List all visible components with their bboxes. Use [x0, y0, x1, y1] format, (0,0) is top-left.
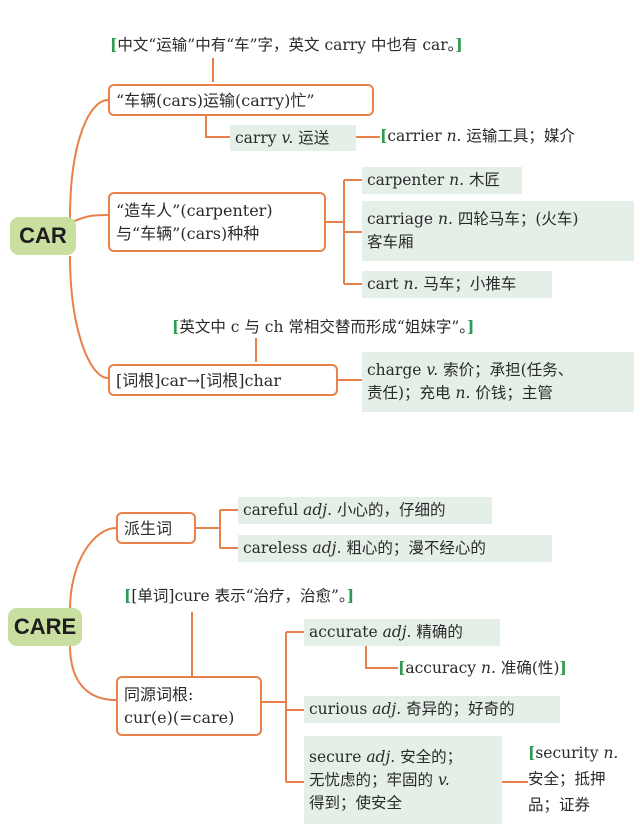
note-accuracy: [accuracy n. 准确(性)]: [398, 658, 567, 677]
root-care-label: CARE: [13, 614, 77, 639]
leaf-careless: careless adj. 粗心的；漫不经心的: [238, 535, 552, 562]
leaf-carriage: carriage n. 四轮马车；(火车) 客车厢: [362, 201, 634, 261]
note-cure: [[单词]cure 表示“治疗，治愈”。]: [124, 586, 355, 605]
branch-carpenter-cars: “造车人”(carpenter) 与“车辆”(cars)种种: [108, 192, 326, 252]
root-car: CAR: [10, 217, 76, 255]
note-c-ch: [英文中 c 与 ch 常相交替而形成“姐妹字”。]: [172, 317, 475, 336]
branch-derivatives: 派生词: [116, 512, 196, 544]
leaf-charge: charge v. 索价；承担(任务、 责任)；充电 n. 价钱；主管: [362, 352, 634, 412]
root-car-label: CAR: [19, 223, 67, 248]
leaf-carpenter: carpenter n. 木匠: [362, 167, 522, 194]
root-care: CARE: [8, 608, 82, 646]
leaf-curious: curious adj. 奇异的；好奇的: [304, 696, 560, 723]
leaf-accurate: accurate adj. 精确的: [304, 619, 500, 646]
leaf-secure: secure adj. 安全的； 无忧虑的；牢固的 v. 得到；使安全: [304, 736, 502, 824]
note-transport: [中文“运输”中有“车”字，英文 carry 中也有 car。]: [110, 35, 463, 54]
leaf-cart: cart n. 马车；小推车: [362, 271, 552, 298]
branch-cognate-root: 同源词根: cur(e)(=care): [116, 676, 262, 736]
leaf-carry: carry v. 运送: [230, 125, 356, 151]
leaf-careful: careful adj. 小心的，仔细的: [238, 497, 492, 524]
branch-cars-carry: “车辆(cars)运输(carry)忙”: [108, 84, 374, 116]
note-carrier: [carrier n. 运输工具；媒介: [380, 126, 575, 145]
note-security: [security n. 安全；抵押 品；证券: [528, 743, 619, 814]
branch-car-char: [词根]car→[词根]char: [108, 364, 338, 396]
